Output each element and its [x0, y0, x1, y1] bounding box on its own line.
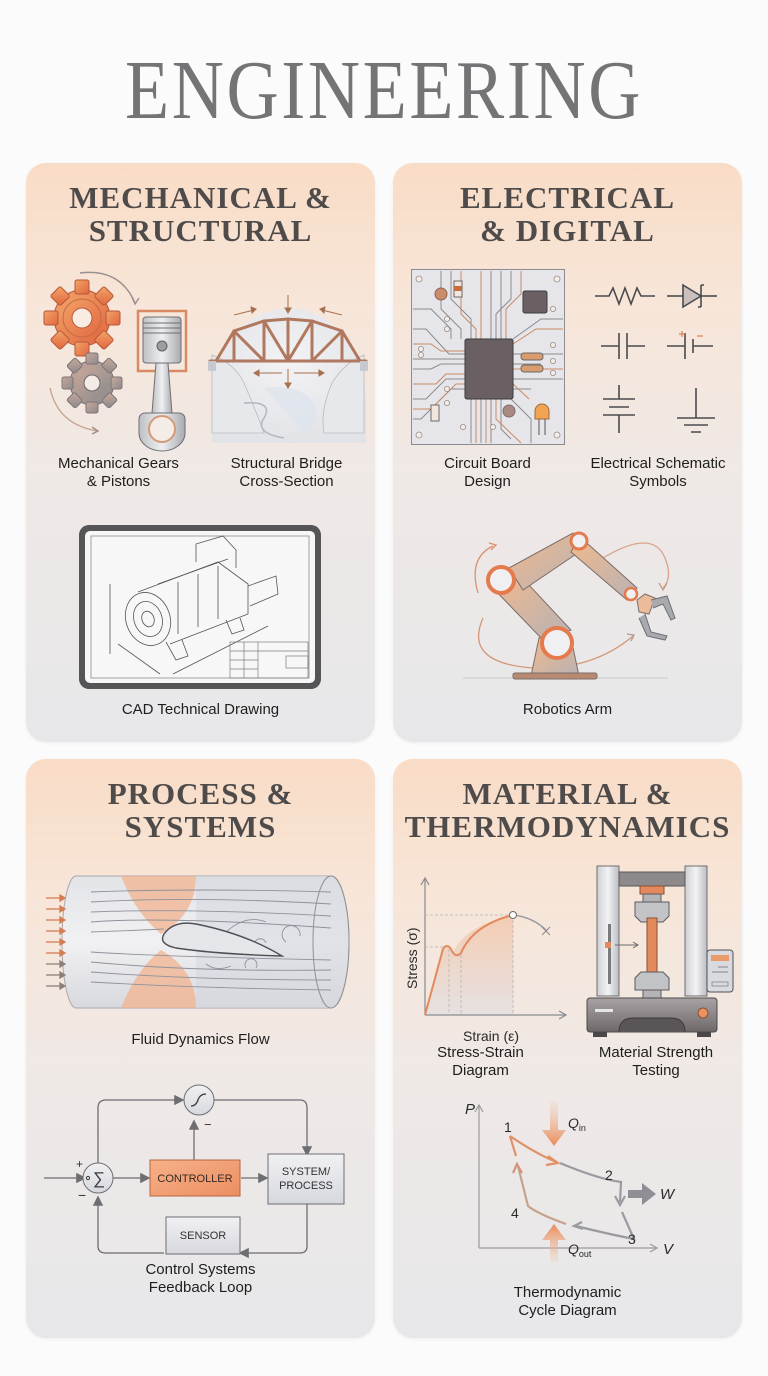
pv-cycle-icon: P V Qin Qout W 1 2 3 4: [448, 1094, 688, 1274]
resistor-symbol: [595, 285, 655, 307]
svg-text:−: −: [78, 1187, 86, 1203]
sensor-block: [165, 1216, 241, 1255]
card-title: MATERIAL & THERMODYNAMICS: [404, 776, 731, 844]
card-process-systems: PROCESS & SYSTEMS: [26, 759, 375, 1338]
card-electrical-digital: ELECTRICAL & DIGITAL: [393, 163, 742, 742]
point-1: 1: [504, 1119, 512, 1135]
caption-gears-pistons: Mechanical Gears & Pistons: [58, 455, 179, 490]
svg-text:W: W: [660, 1186, 676, 1203]
caption-fluid-dynamics: Fluid Dynamics Flow: [131, 1031, 270, 1048]
caption-schematic: Electrical Schematic Symbols: [590, 455, 726, 490]
card-title: PROCESS & SYSTEMS: [107, 776, 294, 844]
svg-text:Qin: Qin: [568, 1115, 586, 1133]
caption-material-testing: Material Strength Testing: [598, 1044, 714, 1079]
fluid-flow-icon: [46, 874, 351, 1014]
robot-arm-icon: [453, 518, 693, 688]
svg-text:P: P: [465, 1101, 475, 1118]
caption-cad: CAD Technical Drawing: [121, 701, 280, 718]
card-material-thermo: MATERIAL & THERMODYNAMICS Stress (σ) Str…: [393, 759, 742, 1338]
svg-text:SYSTEM/: SYSTEM/: [282, 1166, 331, 1178]
caption-thermo-cycle: Thermodynamic Cycle Diagram: [513, 1284, 622, 1319]
svg-text:Qout: Qout: [568, 1241, 592, 1259]
stress-strain-chart-icon: Stress (σ) Strain (ε): [403, 869, 573, 1044]
caption-control-systems: Control Systems Feedback Loop: [145, 1261, 256, 1296]
schematic-symbols-icon: [589, 273, 724, 443]
svg-text:SENSOR: SENSOR: [180, 1230, 227, 1242]
polarized-capacitor-symbol: [667, 331, 713, 359]
point-3: 3: [628, 1231, 636, 1247]
caption-robotics: Robotics Arm: [522, 701, 613, 718]
page-title: ENGINEERING: [125, 44, 643, 137]
caption-stress-strain: Stress-Strain Diagram: [437, 1044, 524, 1079]
caption-bridge: Structural Bridge Cross-Section: [230, 455, 343, 490]
tensile-tester-icon: [583, 864, 734, 1040]
truss-bridge-icon: [204, 283, 372, 443]
card-title: ELECTRICAL & DIGITAL: [460, 180, 675, 248]
gears-piston-icon: [40, 263, 210, 452]
svg-text:+: +: [76, 1157, 83, 1171]
battery-symbol: [603, 385, 635, 433]
controller-block: [149, 1159, 241, 1197]
stress-axis-label: Stress (σ): [404, 927, 420, 989]
system-process-block: [267, 1153, 345, 1205]
svg-text:−: −: [204, 1117, 212, 1132]
strain-axis-label: Strain (ε): [463, 1028, 519, 1044]
svg-text:V: V: [663, 1241, 675, 1258]
ground-symbol: [677, 388, 715, 433]
summing-junction: [82, 1162, 114, 1194]
capacitor-symbol: [601, 333, 645, 359]
saturation-block: [183, 1084, 215, 1116]
svg-text:PROCESS: PROCESS: [279, 1180, 333, 1192]
card-title: MECHANICAL & STRUCTURAL: [69, 180, 332, 248]
sum-symbol: ∑: [93, 1169, 105, 1188]
caption-circuit-board: Circuit Board Design: [444, 455, 531, 490]
diode-symbol: [667, 283, 717, 309]
svg-text:CONTROLLER: CONTROLLER: [157, 1173, 232, 1185]
point-4: 4: [511, 1205, 519, 1221]
point-2: 2: [605, 1167, 613, 1183]
feedback-loop-icon: ∑ + − − CONTROLLER SYSTEM/ PROCESS SENSO…: [44, 1084, 356, 1261]
circuit-board-icon: [411, 269, 565, 445]
card-mechanical-structural: MECHANICAL & STRUCTURAL: [26, 163, 375, 742]
cad-tablet-icon: [78, 524, 322, 690]
